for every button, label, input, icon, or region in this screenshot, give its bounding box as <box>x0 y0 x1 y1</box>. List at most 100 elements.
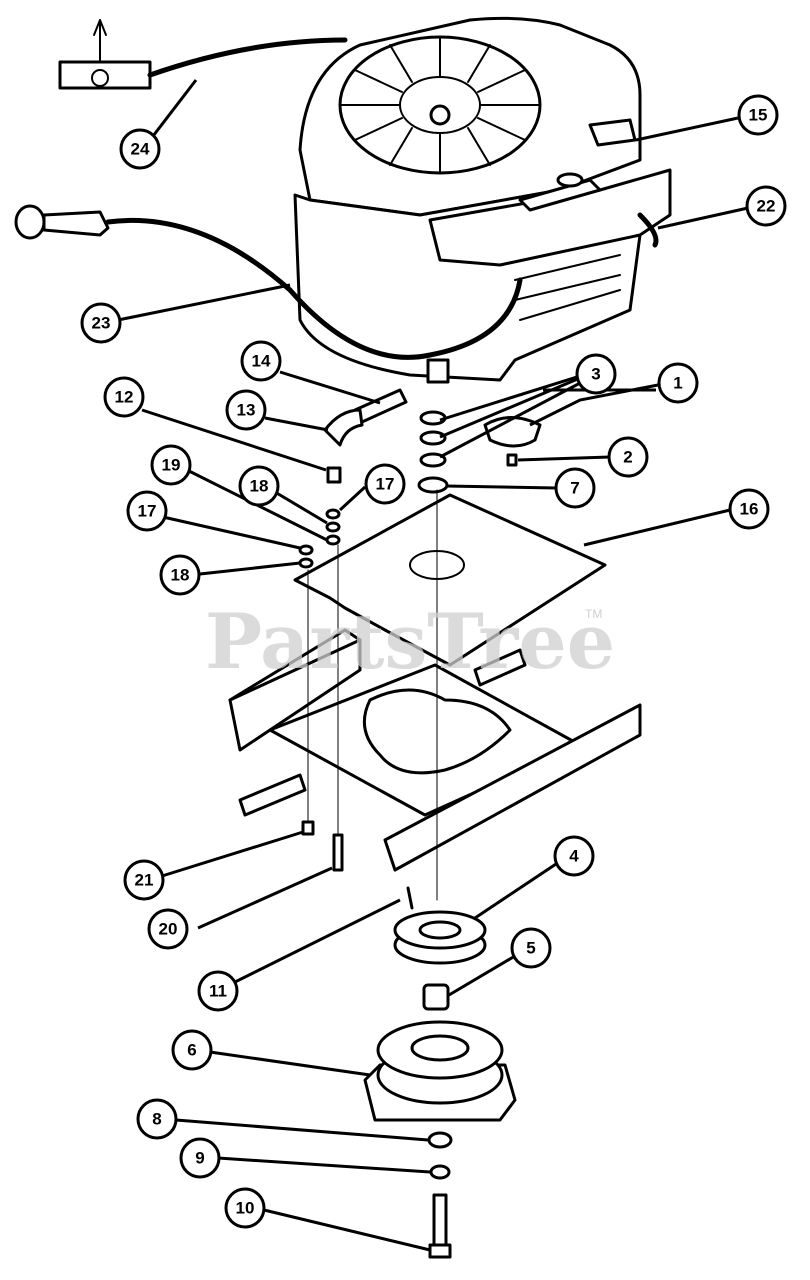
svg-text:4: 4 <box>569 847 579 866</box>
svg-text:10: 10 <box>236 1199 255 1218</box>
svg-text:18: 18 <box>250 477 269 496</box>
fitting-14 <box>353 388 408 424</box>
leader-22 <box>657 206 749 230</box>
callout-22: 22 <box>745 185 787 227</box>
svg-text:15: 15 <box>749 106 768 125</box>
callout-17b: 17 <box>126 490 168 532</box>
svg-text:23: 23 <box>92 314 111 333</box>
svg-text:17: 17 <box>376 475 395 494</box>
clutch-6 <box>363 1020 517 1122</box>
fitting-12 <box>326 466 342 484</box>
alignment-lines <box>307 489 438 901</box>
choke-knob-23 <box>14 204 110 240</box>
bolt-20 <box>332 833 344 872</box>
cable-22 <box>637 212 659 248</box>
washers-17-18-19 <box>298 508 341 569</box>
frame-rail-right <box>383 703 642 872</box>
callout-19: 19 <box>150 444 192 486</box>
leader-1b <box>529 383 659 427</box>
leader-7 <box>445 484 557 490</box>
svg-text:14: 14 <box>252 352 271 371</box>
callout-18a: 18 <box>238 465 280 507</box>
svg-text:6: 6 <box>187 1041 196 1060</box>
callout-18b: 18 <box>159 554 201 596</box>
callout-8: 8 <box>136 1098 178 1140</box>
callout-13: 13 <box>225 389 267 431</box>
callout-1: 1 <box>657 362 699 404</box>
callout-6: 6 <box>171 1029 213 1071</box>
leader-17a <box>338 485 367 512</box>
frame-rods <box>238 648 527 817</box>
callout-3: 3 <box>575 353 617 395</box>
callout-2: 2 <box>607 436 649 478</box>
frame-rail-left <box>228 628 362 752</box>
callout-23: 23 <box>80 302 122 344</box>
callout-16: 16 <box>728 488 770 530</box>
callout-12: 12 <box>103 376 145 418</box>
leader-3c <box>439 380 583 459</box>
callout-15: 15 <box>737 94 779 136</box>
shroud-1 <box>483 416 542 448</box>
callout-4: 4 <box>553 835 595 877</box>
leader-23 <box>117 283 291 322</box>
spacer-5 <box>422 983 450 1011</box>
svg-text:5: 5 <box>526 939 535 958</box>
svg-text:24: 24 <box>131 140 150 159</box>
svg-text:11: 11 <box>209 982 227 1001</box>
leader-24 <box>148 79 198 141</box>
svg-text:19: 19 <box>162 456 181 475</box>
leader-16 <box>583 508 731 547</box>
pin-11 <box>406 886 414 910</box>
leader-10 <box>263 1208 431 1252</box>
watermark: PartsTree <box>205 597 615 686</box>
washer-8 <box>427 1131 453 1149</box>
svg-text:18: 18 <box>171 566 190 585</box>
screw-2 <box>506 453 518 467</box>
leader-5 <box>448 954 516 997</box>
svg-text:1: 1 <box>673 374 682 393</box>
engine <box>293 16 672 384</box>
svg-text:22: 22 <box>757 197 776 216</box>
bolt-21 <box>301 820 315 836</box>
svg-text:12: 12 <box>115 388 134 407</box>
watermark-trademark: TM <box>585 607 602 621</box>
svg-text:8: 8 <box>152 1110 161 1129</box>
leader-3a <box>439 374 581 422</box>
callout-5: 5 <box>510 927 552 969</box>
leader-18a <box>274 490 328 525</box>
leader-18b <box>199 561 301 576</box>
callout-20: 20 <box>147 908 189 950</box>
leader-9 <box>217 1156 431 1174</box>
leader-12 <box>141 408 327 472</box>
leader-6 <box>209 1050 371 1077</box>
callout-9: 9 <box>179 1137 221 1179</box>
svg-text:2: 2 <box>623 448 632 467</box>
callout-11: 11 <box>197 970 239 1012</box>
svg-text:16: 16 <box>740 500 759 519</box>
leader-15 <box>635 116 739 142</box>
callout-10: 10 <box>224 1187 266 1229</box>
leader-lines <box>117 79 749 1252</box>
pulley-4 <box>393 910 487 965</box>
svg-text:7: 7 <box>570 479 579 498</box>
callout-24: 24 <box>119 128 161 170</box>
leader-8 <box>175 1118 429 1142</box>
leader-14 <box>279 370 381 405</box>
callout-14: 14 <box>240 340 282 382</box>
choke-cable <box>105 217 523 360</box>
leader-20 <box>197 866 333 930</box>
throttle-control-24 <box>58 19 152 90</box>
leader-3b <box>439 376 581 439</box>
svg-text:3: 3 <box>591 365 600 384</box>
leader-11 <box>234 898 401 984</box>
svg-text:17: 17 <box>138 502 157 521</box>
elbow-13 <box>323 408 364 447</box>
bolt-10 <box>428 1193 452 1259</box>
svg-text:21: 21 <box>135 871 154 890</box>
washer-7 <box>417 476 449 494</box>
leader-17b <box>162 515 301 550</box>
leader-21 <box>161 830 304 878</box>
svg-text:9: 9 <box>195 1149 204 1168</box>
washer-9 <box>429 1164 451 1180</box>
